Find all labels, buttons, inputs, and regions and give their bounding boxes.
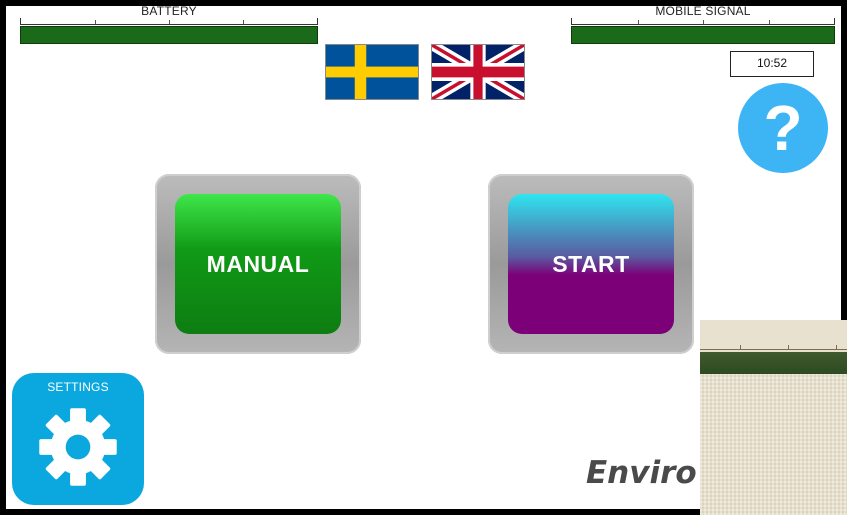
signal-scale [571,18,835,25]
signal-level-bar [571,26,835,44]
settings-button[interactable]: SETTINGS [12,373,144,505]
start-button[interactable]: START [488,174,694,354]
start-button-label: START [552,250,630,277]
battery-label: BATTERY [141,6,197,18]
hmi-screen: BATTERY MOBILE SIGNAL [6,6,841,509]
uk-flag-icon[interactable] [431,44,525,100]
settings-label: SETTINGS [47,380,109,394]
swedish-flag-icon[interactable] [325,44,419,100]
help-icon: ? [763,92,803,164]
manual-button-label: MANUAL [206,250,310,277]
clock-display: 10:52 [730,51,814,77]
manual-button[interactable]: MANUAL [155,174,361,354]
brand-logo-text: Enviro [586,455,697,491]
gear-icon [39,408,117,486]
signal-label: MOBILE SIGNAL [655,6,751,18]
photo-overlay [700,320,847,515]
battery-level-bar [20,26,318,44]
start-button-face: START [508,194,674,334]
battery-scale [20,18,318,25]
photo-green-bar [700,352,847,374]
help-button[interactable]: ? [738,83,828,173]
manual-button-face: MANUAL [175,194,341,334]
